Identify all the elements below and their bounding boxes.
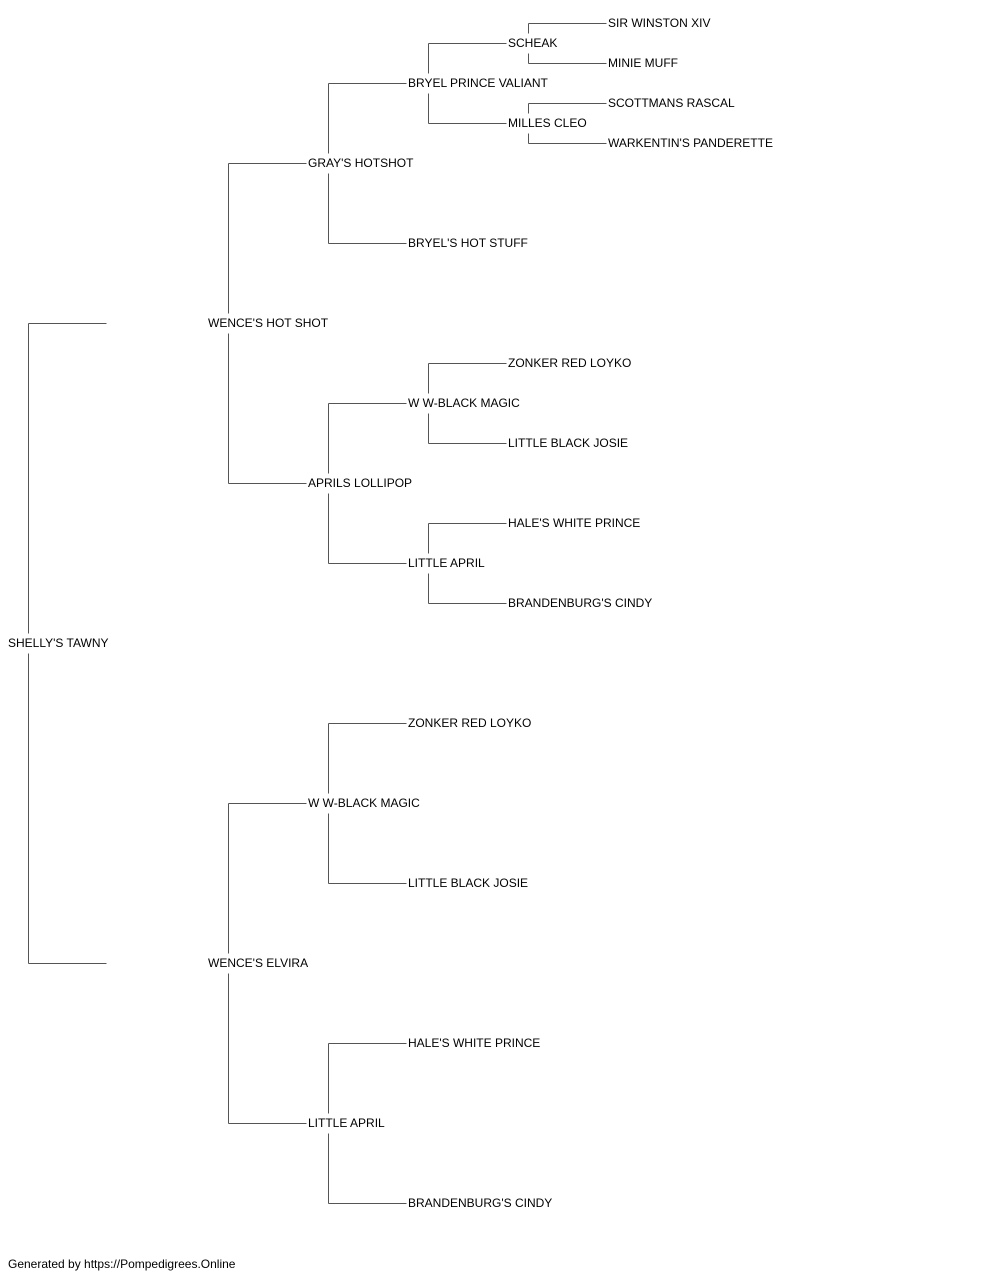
sire-sire-sire-sire-dam-name: MINIE MUFF xyxy=(607,56,679,70)
sire-sire-sire-sire-sire-name: SIR WINSTON XIV xyxy=(607,16,712,30)
sire-dam-dam-name: LITTLE APRIL xyxy=(407,556,486,570)
dam-dam-name: LITTLE APRIL xyxy=(307,1116,386,1130)
sire-sire-name: GRAY'S HOTSHOT xyxy=(307,156,415,170)
sire-sire-sire-name: BRYEL PRINCE VALIANT xyxy=(407,76,549,90)
sire-dam-sire-sire-name: ZONKER RED LOYKO xyxy=(507,356,633,370)
generated-by-footer: Generated by https://Pompedigrees.Online xyxy=(8,1257,236,1271)
dam-name: WENCE'S ELVIRA xyxy=(207,956,310,970)
dam-dam-dam-name: BRANDENBURG'S CINDY xyxy=(407,1196,554,1210)
sire-dam-sire-name: W W-BLACK MAGIC xyxy=(407,396,521,410)
sire-dam-sire-dam-name: LITTLE BLACK JOSIE xyxy=(507,436,630,450)
sire-dam-dam-dam-name: BRANDENBURG'S CINDY xyxy=(507,596,654,610)
subject-name: SHELLY'S TAWNY xyxy=(7,636,110,650)
dam-dam-sire-name: HALE'S WHITE PRINCE xyxy=(407,1036,542,1050)
dam-sire-name: W W-BLACK MAGIC xyxy=(307,796,421,810)
sire-dam-name: APRILS LOLLIPOP xyxy=(307,476,414,490)
dam-sire-sire-name: ZONKER RED LOYKO xyxy=(407,716,533,730)
sire-sire-sire-dam-sire-name: SCOTTMANS RASCAL xyxy=(607,96,736,110)
sire-sire-sire-sire-name: SCHEAK xyxy=(507,36,559,50)
sire-sire-sire-dam-dam-name: WARKENTIN'S PANDERETTE xyxy=(607,136,774,150)
sire-name: WENCE'S HOT SHOT xyxy=(207,316,330,330)
dam-sire-dam-name: LITTLE BLACK JOSIE xyxy=(407,876,530,890)
sire-sire-dam-name: BRYEL'S HOT STUFF xyxy=(407,236,529,250)
sire-sire-sire-dam-name: MILLES CLEO xyxy=(507,116,588,130)
sire-dam-dam-sire-name: HALE'S WHITE PRINCE xyxy=(507,516,642,530)
